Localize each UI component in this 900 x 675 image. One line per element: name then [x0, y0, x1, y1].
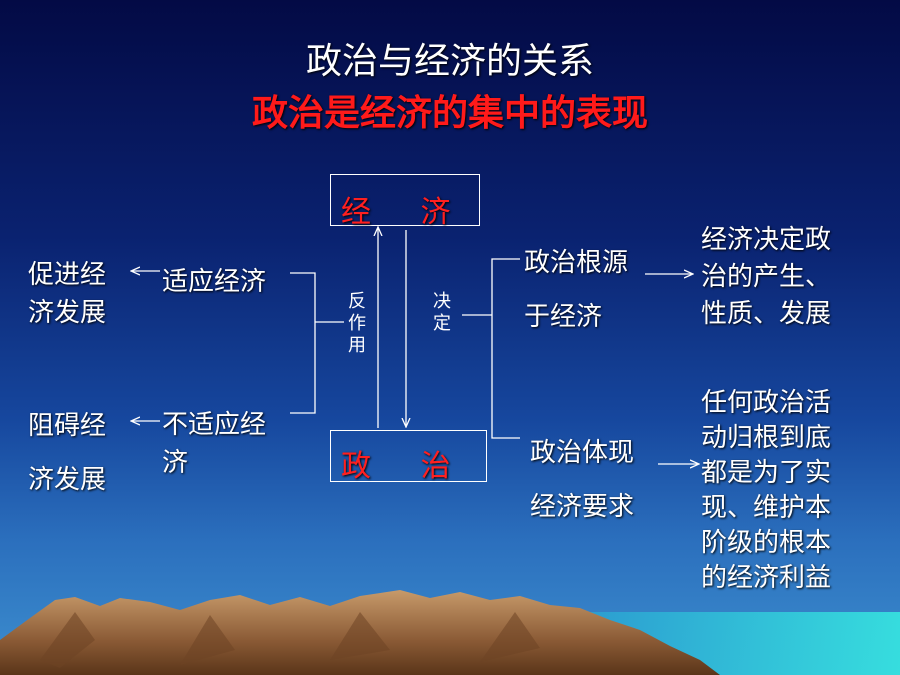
politics-label: 政 治	[341, 449, 471, 484]
promote-economy: 促进经济发展	[28, 260, 107, 328]
fundamental-interest: 任何政治活动归根到底都是为了实现、维护本阶级的根本的经济利益	[701, 388, 832, 593]
politics-reflects: 政治体现经济要求	[530, 438, 635, 522]
slide-title: 政治与经济的关系	[305, 41, 594, 82]
determine-label: 决定	[433, 291, 451, 334]
right-bracket	[491, 258, 520, 439]
hinder-economy: 阻碍经济发展	[28, 411, 107, 495]
slide-subtitle: 政治是经济的集中的表现	[251, 93, 648, 134]
politics-box: 政 治	[330, 430, 487, 484]
economy-label: 经 济	[341, 195, 471, 230]
economy-decides: 经济决定政治的产生、性质、发展	[701, 225, 832, 329]
economy-box: 经 济	[330, 174, 480, 230]
left-bracket	[290, 272, 316, 414]
not-adapt-economy: 不适应经济	[162, 410, 267, 478]
politics-rooted: 政治根源于经济	[524, 248, 629, 332]
adapt-economy: 适应经济	[162, 267, 267, 297]
reaction-label: 反作用	[348, 291, 366, 356]
